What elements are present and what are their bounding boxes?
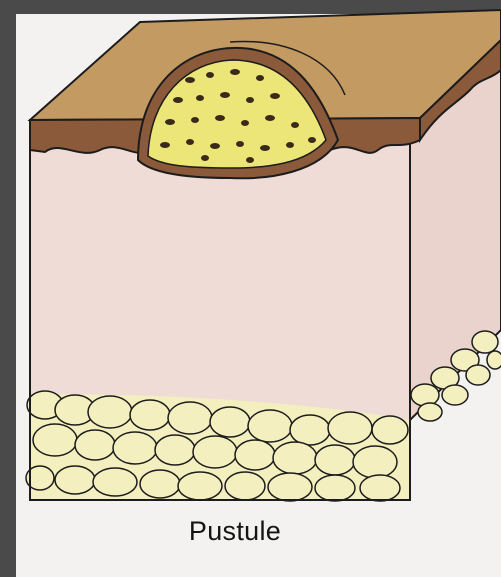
figure-caption: Pustule bbox=[165, 516, 305, 547]
